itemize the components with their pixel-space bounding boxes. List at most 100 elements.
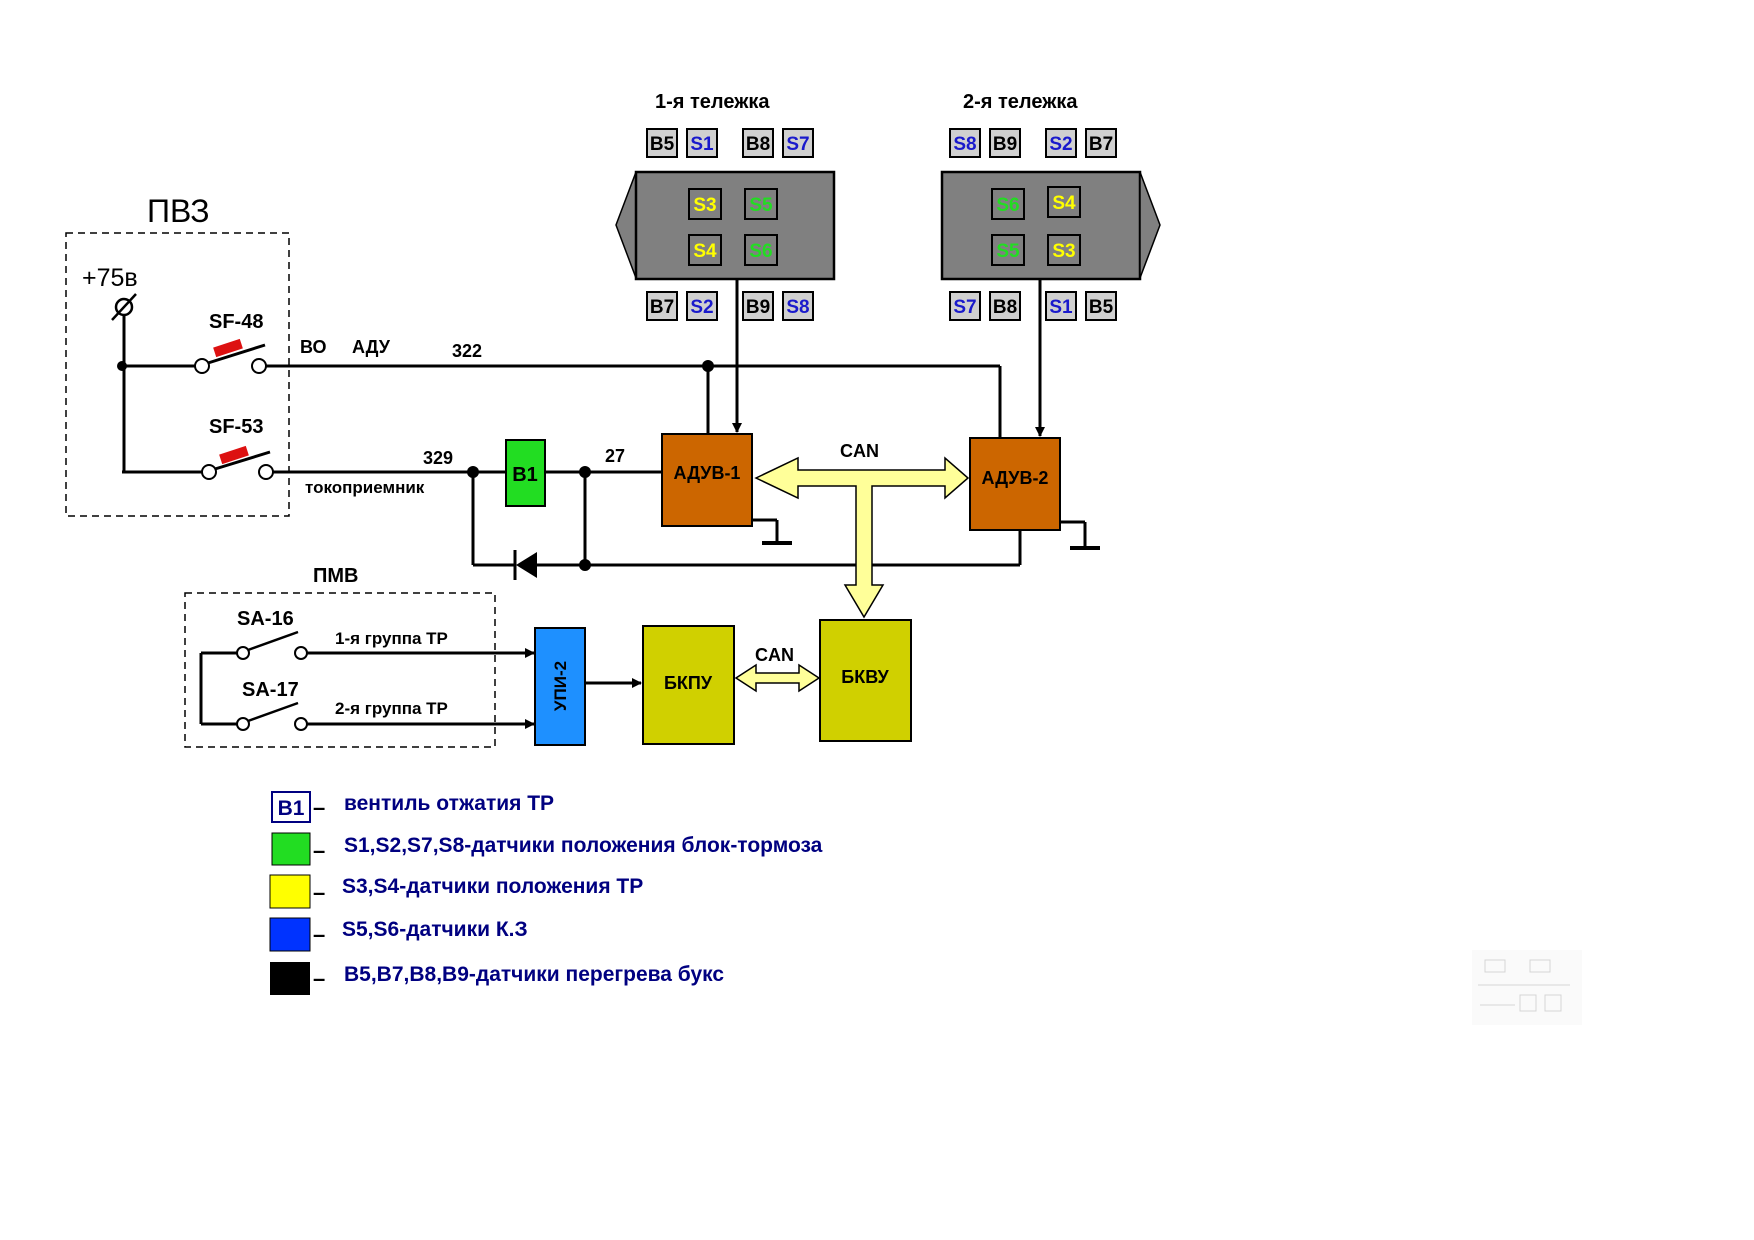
b1-valve-block xyxy=(505,439,546,507)
sensor-tile xyxy=(688,234,722,266)
legend-dash: – xyxy=(313,795,325,820)
legend-blue-swatch xyxy=(269,917,311,952)
sa17-contact xyxy=(236,717,250,731)
sensor-label: S2 xyxy=(690,297,713,318)
sensor-tile xyxy=(744,234,778,266)
can-link-arrow xyxy=(734,663,821,693)
sensor-tile xyxy=(646,291,678,321)
tokopriemnik-label: токоприемник xyxy=(305,478,425,497)
vo-label: ВО xyxy=(300,337,327,357)
bogie2-body-right-end xyxy=(1139,171,1161,279)
bogie1-title: 1-я тележка xyxy=(655,91,770,113)
can-top-label: CAN xyxy=(840,441,879,461)
bogie1-body xyxy=(634,170,836,281)
sf48-contact xyxy=(251,358,267,374)
legend-dash: – xyxy=(313,880,325,905)
sensor-label: S2 xyxy=(1049,134,1072,155)
sensor-tile xyxy=(989,291,1021,321)
bkpu-label: БКПУ xyxy=(664,673,713,693)
bogie2-title: 2-я тележка xyxy=(963,91,1078,113)
sa17-label: SA-17 xyxy=(242,679,299,701)
sensor-tile xyxy=(991,234,1025,266)
sensor-tile xyxy=(686,128,718,158)
can-bus-arrow xyxy=(754,456,970,619)
sensor-tile xyxy=(646,128,678,158)
sensor-tile xyxy=(1085,291,1117,321)
sensor-label: В7 xyxy=(650,297,674,318)
sensor-label: S5 xyxy=(749,195,773,216)
sensor-label: S1 xyxy=(1049,297,1073,318)
legend-yellow-swatch xyxy=(269,874,311,909)
sensor-tile xyxy=(782,128,814,158)
sensor-tile xyxy=(1047,234,1081,266)
sa16-contact xyxy=(294,646,308,660)
bkvu-block xyxy=(819,619,912,742)
legend-item-kz-sensors: S5,S6-датчики К.З xyxy=(342,918,528,941)
sensor-label: S8 xyxy=(786,297,809,318)
sf53-contact xyxy=(201,464,217,480)
sensor-tile xyxy=(688,188,722,220)
aduv1-label: АДУВ-1 xyxy=(674,463,741,483)
bkpu-block xyxy=(642,625,735,745)
legend-dash: – xyxy=(313,966,325,991)
group1-label: 1-я группа ТР xyxy=(335,629,448,648)
sensor-label: В8 xyxy=(746,134,770,155)
sensor-label: S6 xyxy=(749,241,772,262)
legend-item-valve: вентиль отжатия ТР xyxy=(344,792,554,815)
sensor-label: В5 xyxy=(1089,297,1114,318)
bogie2-body xyxy=(940,170,1142,281)
sensor-tile xyxy=(742,291,774,321)
wire-27-label: 27 xyxy=(605,446,625,466)
sensor-tile xyxy=(686,291,718,321)
pmv-dashed-box xyxy=(184,592,496,748)
sensor-tile xyxy=(744,188,778,220)
sensor-label: S3 xyxy=(693,195,716,216)
sensor-label: S1 xyxy=(690,134,714,155)
sensor-label: В9 xyxy=(746,297,770,318)
legend-item-overheat-sensors: В5,В7,В8,В9-датчики перегрева букс xyxy=(344,963,724,986)
bogie1-body-left-end xyxy=(615,171,637,279)
legend-dash: – xyxy=(313,922,325,947)
sensor-tile xyxy=(1045,291,1077,321)
sf53-fuse xyxy=(219,445,249,465)
sensor-label: S6 xyxy=(996,195,1019,216)
sensor-tile xyxy=(742,128,774,158)
aduv2-block xyxy=(969,437,1061,531)
sf48-label: SF-48 xyxy=(209,311,263,333)
sensor-tile xyxy=(949,128,981,158)
sa17-contact xyxy=(294,717,308,731)
pmv-title: ПМВ xyxy=(313,565,358,587)
sensor-tile xyxy=(782,291,814,321)
sensor-label: S5 xyxy=(996,241,1020,262)
pvz-group: ПВЗ +75в SF-48 SF-53 xyxy=(65,193,290,517)
sf48-contact xyxy=(194,358,210,374)
voltage-label: +75в xyxy=(82,264,138,292)
wire-322-label: 322 xyxy=(452,341,482,361)
sf53-label: SF-53 xyxy=(209,416,263,438)
legend-dash: – xyxy=(313,838,325,863)
sensor-tile xyxy=(1045,128,1077,158)
sensor-label: В5 xyxy=(650,134,675,155)
sf53-contact xyxy=(258,464,274,480)
sensor-tile xyxy=(949,291,981,321)
legend-item-brake-sensors: S1,S2,S7,S8-датчики положения блок-тормо… xyxy=(344,834,823,857)
sensor-label: S4 xyxy=(1052,193,1076,214)
b1-label: В1 xyxy=(512,464,538,486)
sensor-label: В7 xyxy=(1089,134,1113,155)
legend-item-tr-sensors: S3,S4-датчики положения ТР xyxy=(342,875,643,898)
sensor-label: S7 xyxy=(786,134,809,155)
thumbnail-artifact xyxy=(1472,950,1582,1025)
sa16-contact xyxy=(236,646,250,660)
pmv-group: ПМВ SA-16 SA-17 xyxy=(184,565,496,748)
sensor-tile xyxy=(1085,128,1117,158)
adu-label: АДУ xyxy=(352,337,391,357)
sensor-label: S3 xyxy=(1052,241,1075,262)
sensor-label: S7 xyxy=(953,297,976,318)
upi2-block xyxy=(534,627,586,746)
sf48-fuse xyxy=(213,338,243,358)
sensor-tile xyxy=(989,128,1021,158)
sensor-label: S8 xyxy=(953,134,976,155)
